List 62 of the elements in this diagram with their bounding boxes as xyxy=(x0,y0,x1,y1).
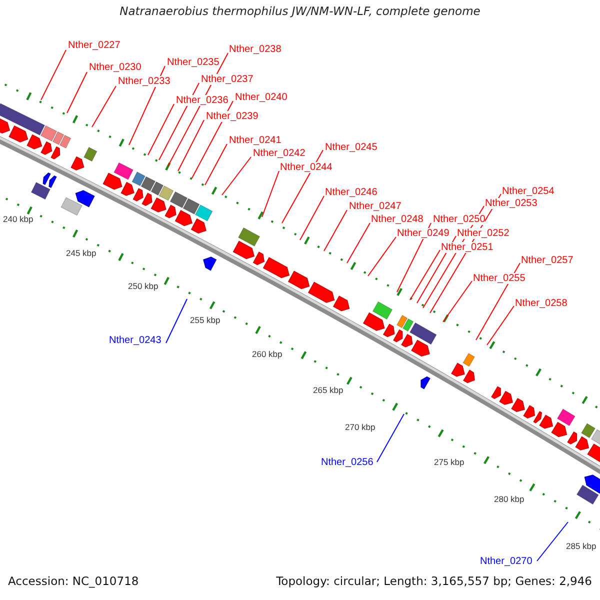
leader-line xyxy=(40,50,66,100)
gene-label: Nther_0247 xyxy=(349,201,402,212)
leader-line xyxy=(92,86,116,128)
gene-label: Nther_0254 xyxy=(502,186,554,197)
gene-label: Nther_0236 xyxy=(176,95,228,106)
leader-line xyxy=(178,120,204,172)
leader-line xyxy=(262,170,280,218)
leader-line xyxy=(128,66,166,146)
leader-line xyxy=(222,156,252,196)
leader-line xyxy=(158,82,200,160)
gene-label: Nther_0238 xyxy=(229,44,282,55)
scale-label: 280 kbp xyxy=(494,494,524,504)
gene-label: Nther_0230 xyxy=(89,62,142,73)
scale-label: 255 kbp xyxy=(190,315,220,325)
scale-label: 275 kbp xyxy=(434,457,464,467)
gene-label: Nther_0248 xyxy=(371,214,424,225)
gene-label: Nther_0241 xyxy=(229,135,282,146)
gene-label: Nther_0233 xyxy=(118,76,170,87)
gene-label: Nther_0237 xyxy=(201,74,254,85)
scale-label: 240 kbp xyxy=(3,214,34,224)
gene-label: Nther_0249 xyxy=(397,228,450,239)
gene-label: Nther_0245 xyxy=(325,142,378,153)
gene-label: Nther_0244 xyxy=(280,162,332,173)
leader-line xyxy=(204,144,228,186)
gene-label: Nther_0270 xyxy=(480,556,532,567)
gene-label: Nther_0251 xyxy=(441,242,494,253)
gene-label: Nther_0243 xyxy=(109,335,162,346)
gene-label: Nther_0257 xyxy=(521,255,574,266)
leader-line xyxy=(410,250,440,300)
leader-line xyxy=(442,280,472,322)
leader-line xyxy=(148,104,174,156)
scale-label: 270 kbp xyxy=(345,422,376,432)
scale-label: 285 kbp xyxy=(566,541,596,551)
leader-line xyxy=(368,236,396,276)
gene-label: Nther_0242 xyxy=(253,148,306,159)
gene-label: Nther_0246 xyxy=(325,187,378,198)
leader-line xyxy=(486,306,514,346)
gene-label: Nther_0239 xyxy=(206,111,258,122)
leader-line xyxy=(536,522,568,562)
gene-label: Nther_0253 xyxy=(485,198,538,209)
genome-info-text: Topology: circular; Length: 3,165,557 bp; Genes: 2,946 xyxy=(276,574,592,588)
leader-line xyxy=(346,222,370,264)
gene-label: Nther_0255 xyxy=(473,273,526,284)
gene-label: Nther_0227 xyxy=(68,40,120,51)
leader-line xyxy=(192,100,234,178)
leader-line xyxy=(324,210,348,252)
leader-line xyxy=(300,196,324,240)
gene-label: Nther_0235 xyxy=(167,57,220,68)
leader-line xyxy=(376,414,404,462)
map-title: Natranaerobius thermophilus JW/NM-WN-LF, complete genome xyxy=(118,4,482,18)
scale-label: 245 kbp xyxy=(66,248,96,258)
scale-label: 265 kbp xyxy=(313,385,344,395)
scale-label: 260 kbp xyxy=(252,349,282,359)
leader-line xyxy=(166,298,188,344)
gene-label: Nther_0256 xyxy=(321,457,374,468)
leader-line xyxy=(66,72,88,114)
scale-label: 250 kbp xyxy=(128,281,158,291)
accession-text: Accession: NC_010718 xyxy=(8,574,139,588)
gene-label: Nther_0250 xyxy=(433,214,486,225)
gene-label: Nther_0258 xyxy=(515,298,568,309)
gene-label: Nther_0252 xyxy=(457,228,510,239)
gene-label: Nther_0240 xyxy=(235,92,288,103)
